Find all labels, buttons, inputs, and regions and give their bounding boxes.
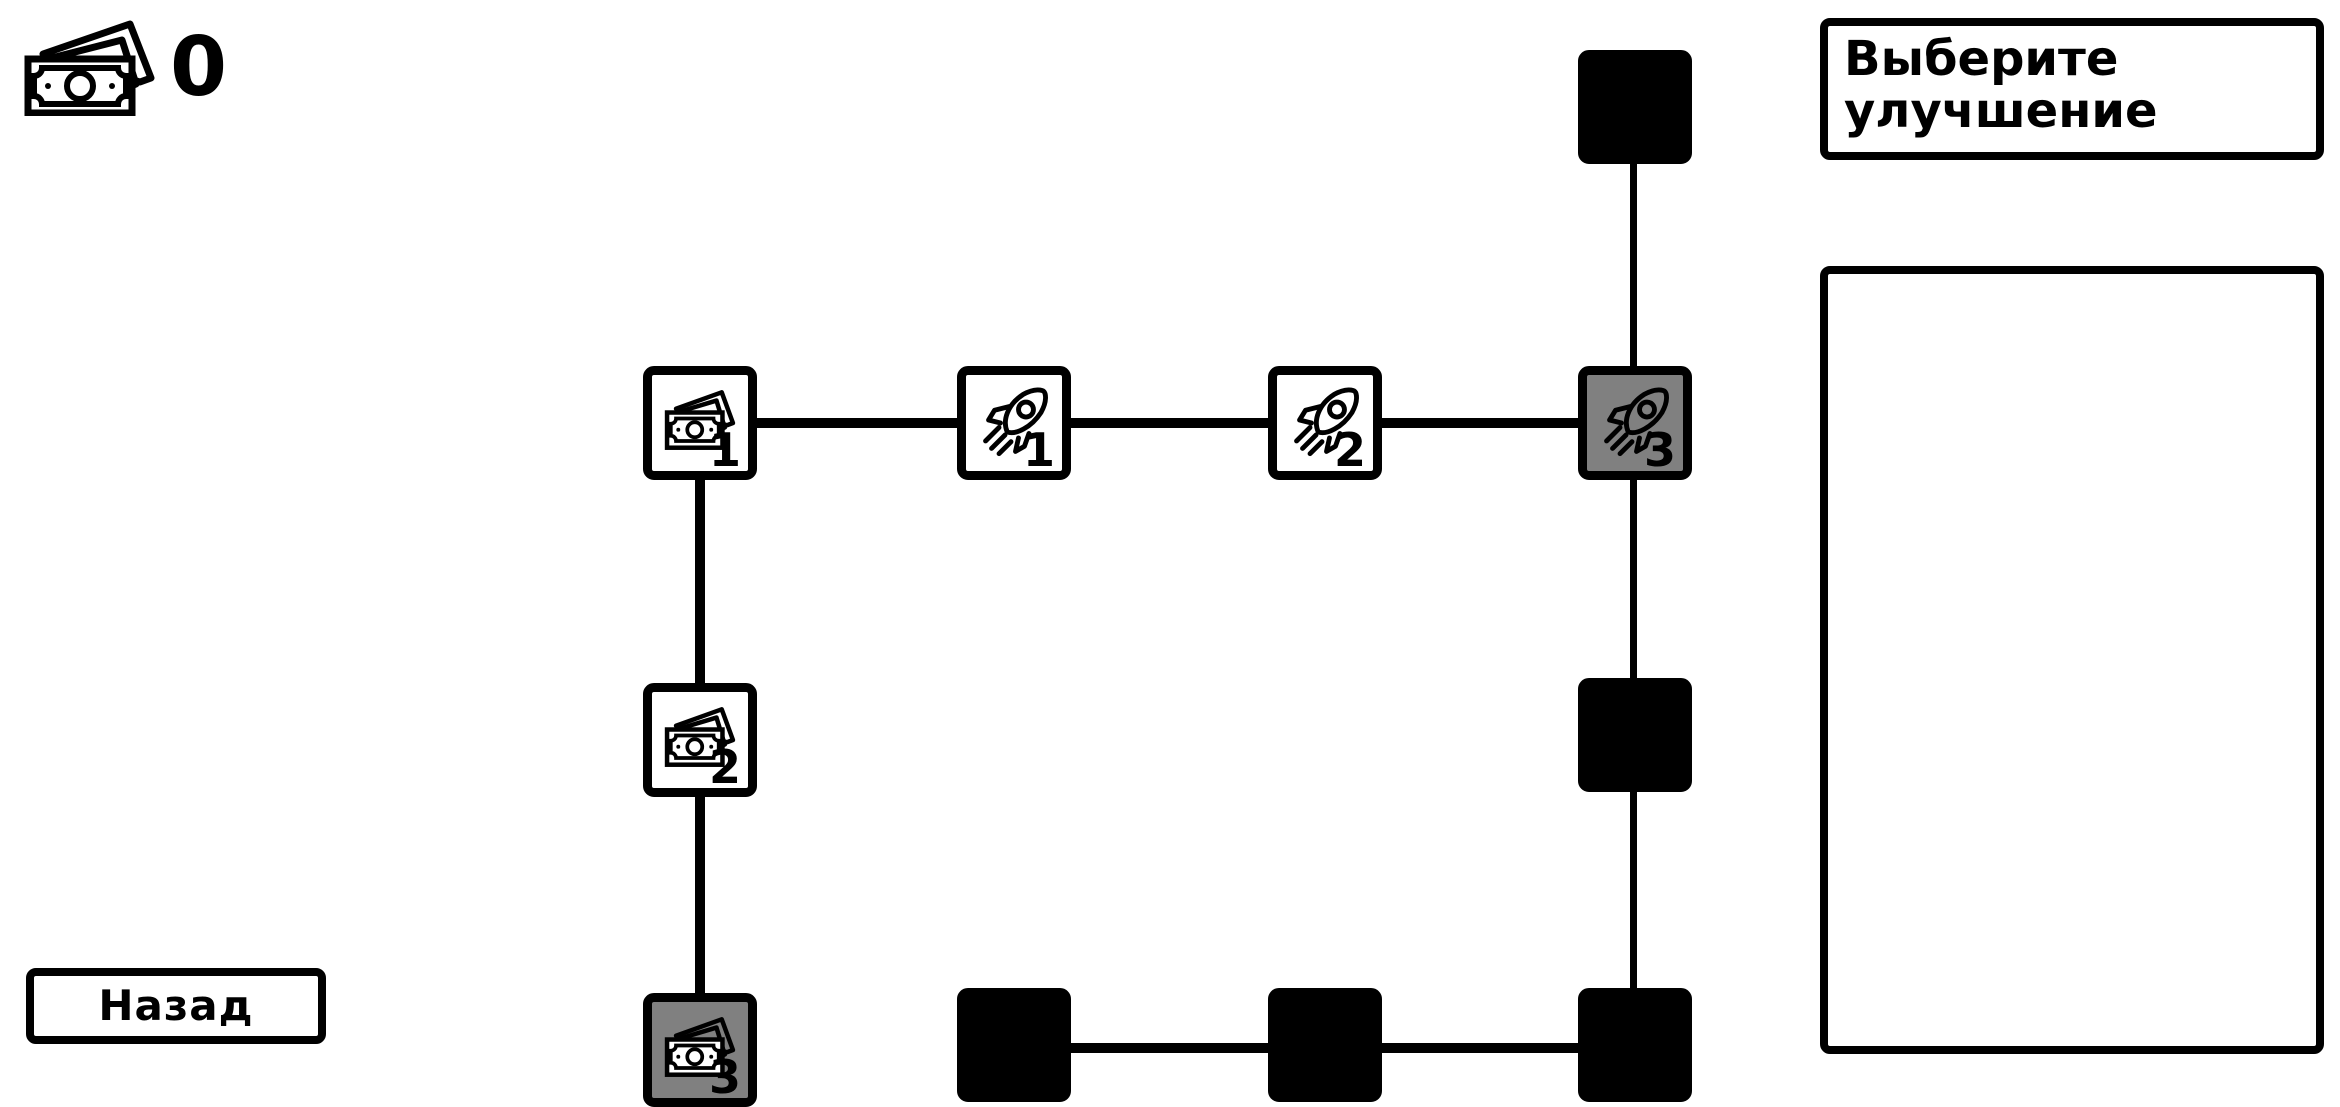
money-stack-icon xyxy=(664,390,736,450)
upgrade-node-level: 2 xyxy=(1333,423,1366,477)
tree-edge xyxy=(695,480,705,683)
tree-edge xyxy=(1630,480,1637,678)
rocket-icon xyxy=(983,387,1048,457)
upgrade-node-money-1[interactable]: 1 xyxy=(643,366,757,480)
upgrade-node-rocket-1[interactable]: 1 xyxy=(957,366,1071,480)
upgrade-panel: Выберите улучшение xyxy=(1820,18,2324,1054)
upgrade-panel-description xyxy=(1820,266,2324,1054)
upgrade-node-money-3[interactable]: 3 xyxy=(643,993,757,1107)
upgrade-node-hidden-bottom-a xyxy=(957,988,1071,1102)
currency-display: 0 xyxy=(22,18,227,117)
upgrade-node-level: 3 xyxy=(1643,423,1676,477)
money-stack-icon xyxy=(22,18,162,117)
tree-edge xyxy=(695,797,705,993)
upgrade-node-hidden-top xyxy=(1578,50,1692,164)
tree-edge xyxy=(757,418,957,428)
tree-edge xyxy=(1071,418,1268,428)
rocket-icon xyxy=(1294,387,1359,457)
upgrade-node-hidden-bottom-b xyxy=(1268,988,1382,1102)
upgrade-node-hidden-bottom-c xyxy=(1578,988,1692,1102)
tree-edge xyxy=(1630,792,1637,988)
back-button-label: Назад xyxy=(98,981,254,1030)
upgrade-node-hidden-mid xyxy=(1578,678,1692,792)
tree-edge xyxy=(1382,1043,1578,1053)
rocket-icon xyxy=(1604,387,1669,457)
upgrade-node-money-2[interactable]: 2 xyxy=(643,683,757,797)
upgrade-node-level: 1 xyxy=(708,423,741,477)
money-stack-icon xyxy=(664,707,736,767)
upgrade-node-level: 3 xyxy=(708,1050,741,1104)
back-button[interactable]: Назад xyxy=(26,968,326,1044)
money-stack-icon xyxy=(664,1017,736,1077)
upgrade-panel-title: Выберите улучшение xyxy=(1820,18,2324,160)
tree-edge xyxy=(1382,418,1578,428)
upgrade-tree: 1 1 2 3 2 3 xyxy=(643,50,1692,1107)
upgrade-node-rocket-3[interactable]: 3 xyxy=(1578,366,1692,480)
upgrade-node-level: 1 xyxy=(1022,423,1055,477)
upgrade-node-level: 2 xyxy=(708,740,741,794)
upgrade-panel-title-text: Выберите улучшение xyxy=(1844,31,2158,139)
tree-edge xyxy=(1071,1043,1268,1053)
currency-amount: 0 xyxy=(170,20,227,115)
upgrade-node-rocket-2[interactable]: 2 xyxy=(1268,366,1382,480)
tree-edge xyxy=(1630,164,1637,366)
